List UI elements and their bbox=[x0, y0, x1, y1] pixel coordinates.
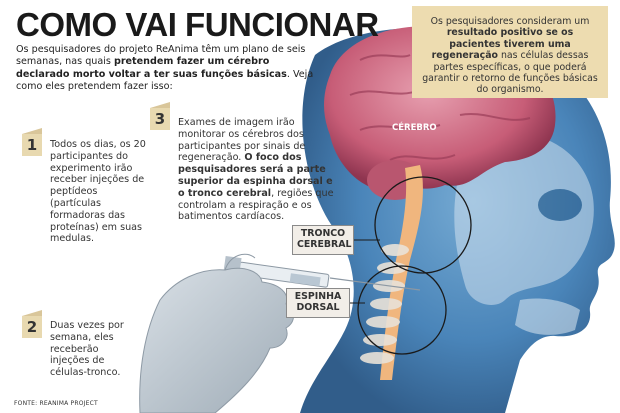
step-1-text: Todos os dias, os 20 participantes do ex… bbox=[50, 139, 146, 245]
source-credit: FONTE: REANIMA PROJECT bbox=[14, 400, 98, 407]
brain-label: CÉREBRO bbox=[392, 123, 437, 133]
step-3-text: Exames de imagem irão monitorar os céreb… bbox=[178, 117, 334, 223]
result-callout: Os pesquisadores consideram um resultado… bbox=[412, 6, 608, 98]
step-3-number: 3 bbox=[150, 102, 170, 130]
step-1-number: 1 bbox=[22, 128, 42, 156]
syringe-icon bbox=[223, 255, 421, 291]
skull-icon bbox=[454, 132, 594, 335]
intro-paragraph: Os pesquisadores do projeto ReAnima têm … bbox=[16, 44, 314, 92]
brainstem-focus-circle bbox=[374, 176, 472, 274]
spine-focus-circle bbox=[357, 265, 447, 355]
spine-label: ESPINHA DORSAL bbox=[286, 288, 350, 318]
brainstem-label: TRONCO CEREBRAL bbox=[292, 225, 354, 255]
step-2-number: 2 bbox=[22, 310, 42, 338]
page-title: COMO VAI FUNCIONAR bbox=[16, 6, 379, 43]
step-2-text: Duas vezes por semana, eles receberão in… bbox=[50, 320, 124, 379]
spinal-cord-icon bbox=[360, 165, 423, 380]
